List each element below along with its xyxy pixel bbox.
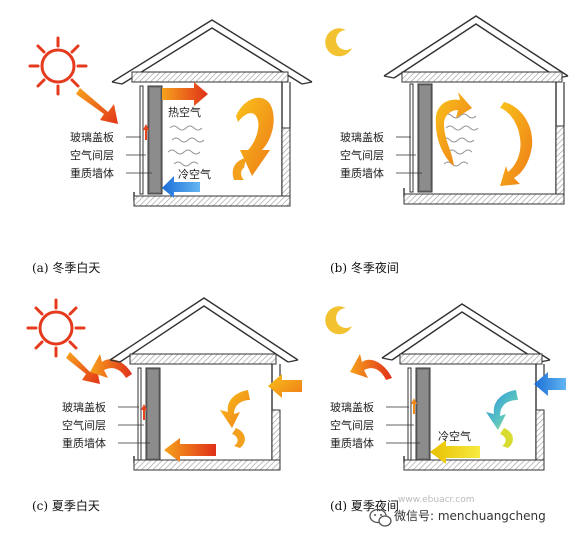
ceiling-slab	[401, 71, 563, 83]
watermark-url: www.ebuacr.com	[398, 495, 475, 505]
label-mass-wall: 重质墙体	[340, 166, 384, 180]
label-mass-wall: 重质墙体	[62, 436, 106, 450]
layer-labels: 玻璃盖板 空气间层 重质墙体	[340, 130, 422, 180]
caption-c: (c) 夏季白天	[32, 498, 100, 513]
heat-wave-lines	[167, 125, 205, 167]
caption-b: (b) 冬季夜间	[330, 260, 399, 275]
label-air-gap: 空气间层	[70, 148, 114, 162]
hot-air-arrow	[162, 82, 208, 106]
roof	[381, 303, 551, 363]
circulation-arrow	[220, 390, 250, 428]
label-air-gap: 空气间层	[330, 418, 374, 432]
roof	[383, 15, 569, 79]
sunlight-arrow	[76, 88, 118, 124]
label-glass-cover: 玻璃盖板	[70, 130, 114, 144]
label-hot-air: 热空气	[168, 105, 201, 119]
label-air-gap: 空气间层	[62, 418, 106, 432]
intake-arrow	[268, 374, 302, 398]
label-mass-wall: 重质墙体	[330, 436, 374, 450]
caption-d: (d) 夏季夜间	[330, 498, 399, 513]
ceiling-slab	[131, 71, 289, 83]
circulation-arrow	[500, 102, 533, 186]
layer-labels: 玻璃盖板 空气间层 重质墙体	[70, 130, 152, 180]
moon-icon	[325, 28, 352, 57]
circulation-arrow	[435, 92, 472, 166]
label-cold-air: 冷空气	[178, 167, 211, 181]
roof	[109, 297, 299, 363]
layer-labels: 玻璃盖板 空气间层 重质墙体	[62, 400, 150, 450]
exhaust-arrow	[90, 354, 132, 378]
circulation-arrow	[232, 428, 245, 448]
exhaust-arrow	[350, 354, 392, 380]
label-glass-cover: 玻璃盖板	[62, 400, 106, 414]
circulation-arrow	[232, 158, 246, 180]
label-glass-cover: 玻璃盖板	[340, 130, 384, 144]
circulation-arrow	[236, 97, 274, 176]
cold-air-arrow	[162, 176, 200, 198]
wechat-icon	[369, 508, 392, 527]
roof	[111, 19, 313, 85]
heat-wave-lines	[441, 113, 479, 167]
label-cold-air: 冷空气	[438, 429, 471, 443]
panel-winter-night: 玻璃盖板 空气间层 重质墙体 (b) 冬季夜间	[325, 15, 569, 275]
sun-icon	[26, 298, 86, 358]
glass-cover	[407, 367, 412, 461]
circulation-arrow	[486, 390, 518, 430]
caption-a: (a) 冬季白天	[32, 260, 100, 275]
panel-summer-day: 玻璃盖板 空气间层 重质墙体 (c) 夏季白天	[26, 297, 302, 513]
flow-arrow	[164, 438, 216, 462]
sunlight-arrow	[66, 352, 100, 384]
label-mass-wall: 重质墙体	[70, 166, 114, 180]
layer-labels: 玻璃盖板 空气间层 重质墙体	[330, 400, 420, 450]
watermark-text: 微信号: menchuangcheng	[394, 509, 546, 523]
ceiling-slab	[399, 353, 543, 365]
watermark: www.ebuacr.com 微信号: menchuangcheng	[369, 495, 546, 527]
moon-icon	[325, 306, 352, 335]
panel-summer-night: 玻璃盖板 空气间层 重质墙体 冷空气 (d) 夏季夜间	[325, 303, 566, 513]
label-air-gap: 空气间层	[340, 148, 384, 162]
panel-winter-day: 玻璃盖板 空气间层 重质墙体 热空气 冷空气 (a) 冬季白天	[28, 19, 313, 275]
cold-air-arrow	[430, 440, 480, 464]
glass-cover	[137, 367, 142, 461]
glass-cover	[139, 85, 144, 195]
sun-icon	[28, 36, 88, 96]
intake-arrow	[534, 372, 566, 396]
circulation-arrow	[500, 428, 513, 448]
glass-cover	[409, 83, 414, 193]
ceiling-slab	[129, 353, 277, 365]
label-glass-cover: 玻璃盖板	[330, 400, 374, 414]
